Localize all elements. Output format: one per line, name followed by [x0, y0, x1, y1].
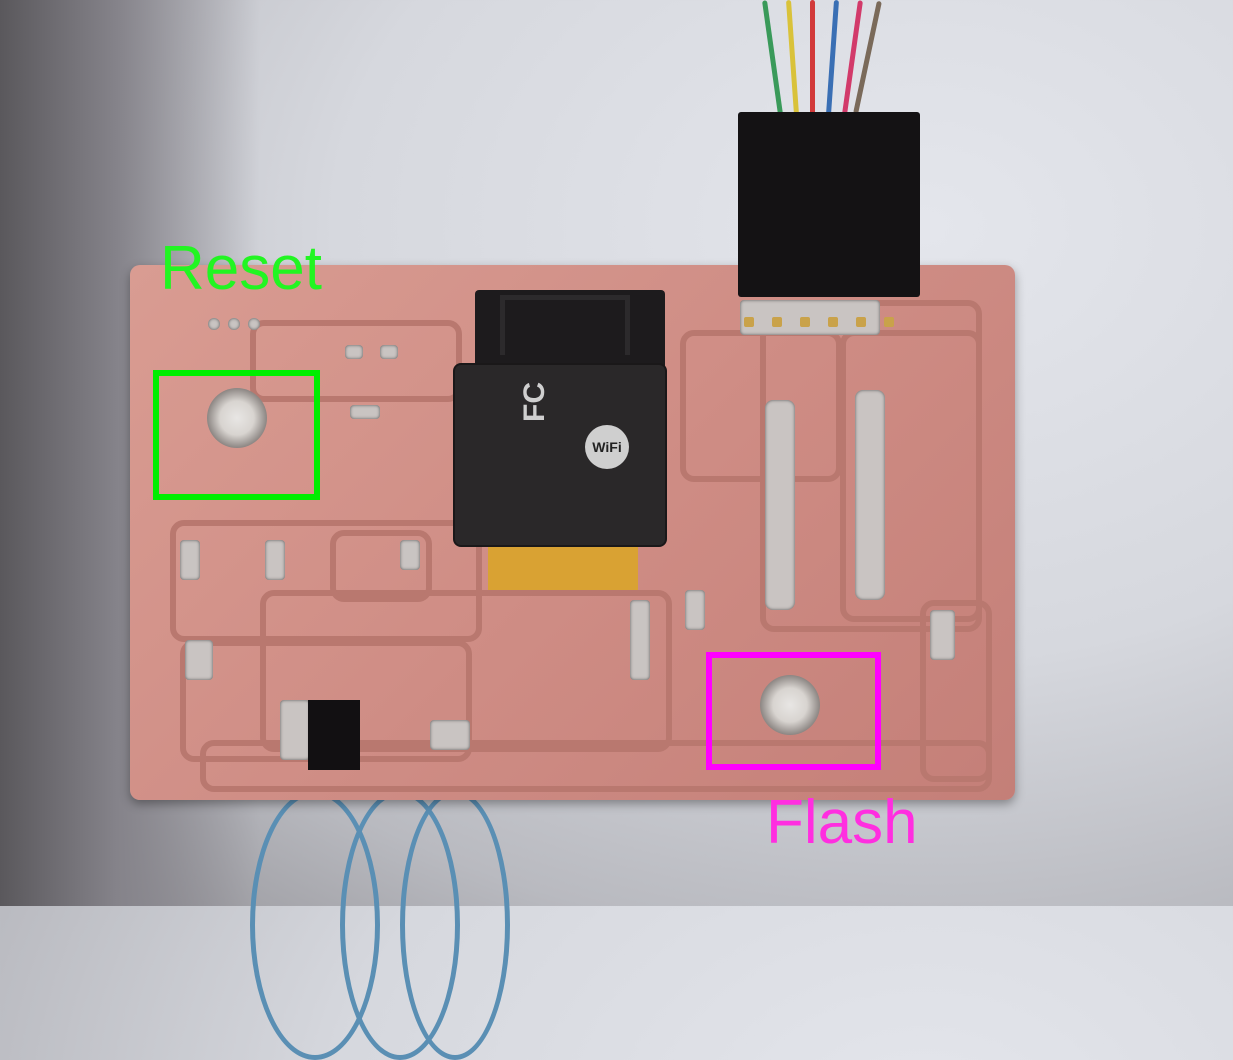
pin-header-connector: [738, 112, 920, 327]
reset-button: [207, 388, 267, 448]
reset-highlight-box: [153, 370, 320, 500]
flash-highlight-box: [706, 652, 881, 770]
flash-label: Flash: [766, 788, 918, 857]
module-shield: [455, 365, 665, 545]
voltage-regulator-chip: [308, 700, 360, 770]
fc-logo: FC: [518, 382, 551, 422]
wifi-logo: WiFi: [585, 425, 629, 469]
pcb-antenna: [500, 295, 630, 355]
reset-label: Reset: [160, 234, 322, 303]
flash-button: [760, 675, 820, 735]
module-gold-pins: [488, 545, 638, 590]
